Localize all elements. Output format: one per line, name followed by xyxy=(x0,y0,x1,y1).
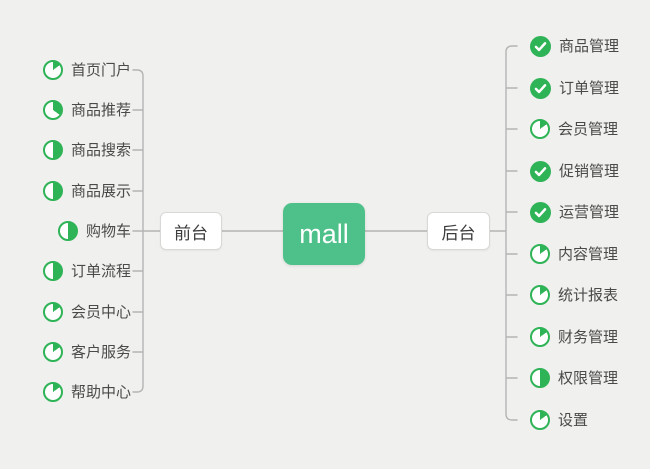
check-icon xyxy=(530,201,551,223)
leaf-label: 运营管理 xyxy=(559,203,620,221)
leaf-node[interactable]: 会员中心 xyxy=(42,301,131,323)
leaf-label: 订单流程 xyxy=(70,262,131,280)
leaf-node[interactable]: 订单管理 xyxy=(530,77,619,99)
progress-pie-icon xyxy=(530,119,550,139)
leaf-label: 客户服务 xyxy=(70,343,131,361)
branch-node-label: 前台 xyxy=(174,223,208,243)
check-icon xyxy=(530,77,551,99)
leaf-label: 商品管理 xyxy=(559,37,620,55)
leaf-node[interactable]: 商品搜索 xyxy=(42,139,131,161)
leaf-label: 会员管理 xyxy=(558,120,619,138)
leaf-node[interactable]: 商品管理 xyxy=(530,35,619,57)
progress-pie-icon xyxy=(42,181,63,201)
leaf-label: 订单管理 xyxy=(559,79,620,97)
progress-pie-icon xyxy=(530,410,550,430)
leaf-label: 权限管理 xyxy=(558,369,619,387)
branch-node-frontend[interactable]: 前台 xyxy=(160,212,222,250)
leaf-node[interactable]: 财务管理 xyxy=(530,326,618,348)
leaf-node[interactable]: 统计报表 xyxy=(530,284,618,306)
leaf-label: 设置 xyxy=(558,411,589,429)
leaf-node[interactable]: 客户服务 xyxy=(42,341,131,363)
leaf-label: 商品搜索 xyxy=(70,141,131,159)
leaf-node[interactable]: 运营管理 xyxy=(530,201,619,223)
root-node-mall[interactable]: mall xyxy=(283,203,365,265)
leaf-node[interactable]: 促销管理 xyxy=(530,160,619,182)
leaf-label: 统计报表 xyxy=(558,286,619,304)
progress-pie-icon xyxy=(57,221,78,241)
leaf-label: 购物车 xyxy=(85,222,131,240)
check-icon xyxy=(530,160,551,182)
progress-pie-icon xyxy=(530,327,550,347)
progress-pie-icon xyxy=(530,285,550,305)
progress-pie-icon xyxy=(530,244,550,264)
check-icon xyxy=(530,35,551,57)
branch-node-label: 后台 xyxy=(441,223,476,243)
leaf-node[interactable]: 商品推荐 xyxy=(42,99,131,121)
progress-pie-icon xyxy=(42,261,63,281)
progress-pie-icon xyxy=(42,302,63,322)
progress-pie-icon xyxy=(42,382,63,402)
leaf-node[interactable]: 订单流程 xyxy=(42,260,131,282)
leaf-label: 商品推荐 xyxy=(70,101,131,119)
leaf-node[interactable]: 内容管理 xyxy=(530,243,618,265)
progress-pie-icon xyxy=(42,100,63,120)
leaf-label: 财务管理 xyxy=(558,328,619,346)
leaf-label: 内容管理 xyxy=(558,245,619,263)
leaf-node[interactable]: 首页门户 xyxy=(42,59,131,81)
leaf-label: 商品展示 xyxy=(70,182,131,200)
leaf-label: 促销管理 xyxy=(559,162,620,180)
progress-pie-icon xyxy=(42,140,63,160)
root-node-label: mall xyxy=(299,218,349,249)
leaf-node[interactable]: 设置 xyxy=(530,409,588,431)
progress-pie-icon xyxy=(530,368,550,388)
leaf-node[interactable]: 会员管理 xyxy=(530,118,618,140)
branch-node-backend[interactable]: 后台 xyxy=(427,212,490,250)
leaf-label: 首页门户 xyxy=(70,61,131,79)
leaf-node[interactable]: 购物车 xyxy=(57,220,131,242)
leaf-node[interactable]: 权限管理 xyxy=(530,367,618,389)
leaf-label: 帮助中心 xyxy=(70,383,131,401)
progress-pie-icon xyxy=(42,60,63,80)
leaf-node[interactable]: 帮助中心 xyxy=(42,381,131,403)
progress-pie-icon xyxy=(42,342,63,362)
leaf-node[interactable]: 商品展示 xyxy=(42,180,131,202)
leaf-label: 会员中心 xyxy=(70,303,131,321)
